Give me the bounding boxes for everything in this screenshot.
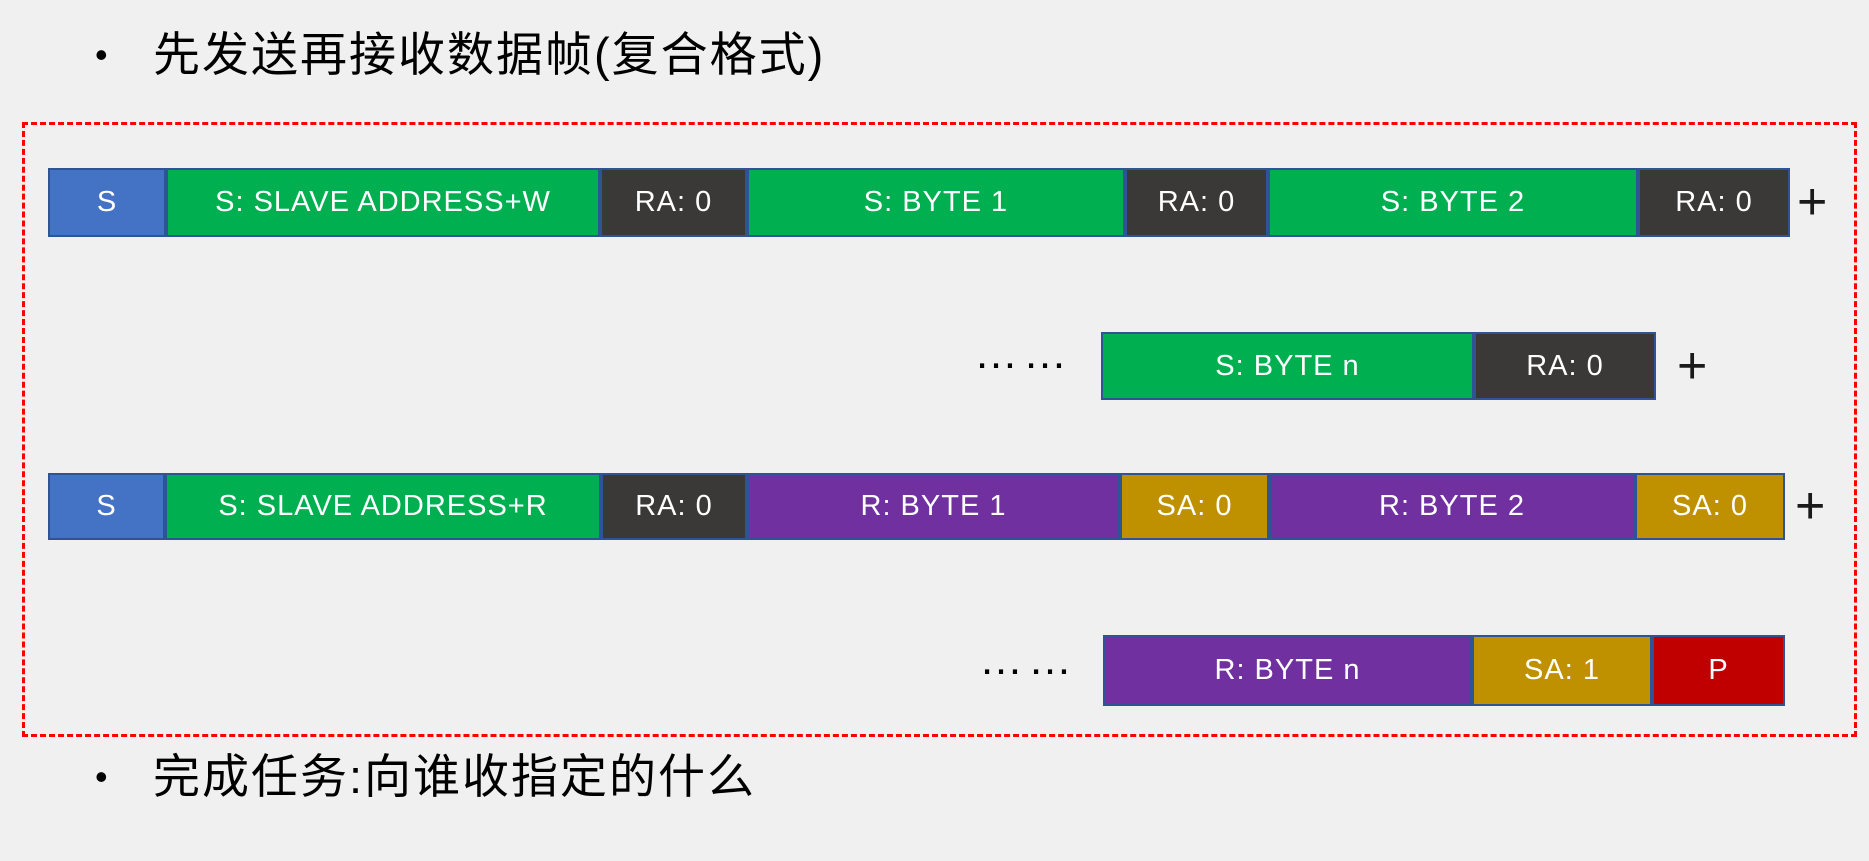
bullet-icon: • xyxy=(95,756,108,798)
ellipsis: …… xyxy=(979,635,1077,684)
segment-slave-address-r: S: SLAVE ADDRESS+R xyxy=(165,473,601,540)
segment-slave-address-w: S: SLAVE ADDRESS+W xyxy=(166,168,600,237)
segment-receive-byte2: R: BYTE 2 xyxy=(1269,473,1635,540)
segment-ack-ra0: RA: 0 xyxy=(601,473,747,540)
ellipsis: …… xyxy=(974,329,1072,378)
segment-ack-ra0: RA: 0 xyxy=(1474,332,1656,400)
plus-sign: + xyxy=(1797,173,1828,231)
row-read-frame: S S: SLAVE ADDRESS+R RA: 0 R: BYTE 1 SA:… xyxy=(48,473,1785,540)
segment-nack-sa1: SA: 1 xyxy=(1472,635,1652,706)
bullet-line-bottom: • 完成任务:向谁收指定的什么 xyxy=(95,748,756,807)
segment-send-byte1: S: BYTE 1 xyxy=(747,168,1125,237)
row-read-frame-end: R: BYTE n SA: 1 P xyxy=(1103,635,1785,706)
segment-stop-condition: P xyxy=(1652,635,1785,706)
segment-start-condition: S xyxy=(48,168,166,237)
row-write-frame: S S: SLAVE ADDRESS+W RA: 0 S: BYTE 1 RA:… xyxy=(48,168,1790,237)
segment-receive-byte1: R: BYTE 1 xyxy=(747,473,1120,540)
bullet-top-text: 先发送再接收数据帧(复合格式) xyxy=(153,28,826,81)
frame-diagram-dashed-border xyxy=(22,122,1857,737)
segment-ack-ra0: RA: 0 xyxy=(600,168,747,237)
segment-ack-sa0: SA: 0 xyxy=(1120,473,1269,540)
plus-sign: + xyxy=(1677,337,1708,395)
segment-ack-ra0: RA: 0 xyxy=(1638,168,1790,237)
segment-ack-sa0: SA: 0 xyxy=(1635,473,1785,540)
bullet-icon: • xyxy=(95,34,108,76)
segment-receive-byte-n: R: BYTE n xyxy=(1103,635,1472,706)
segment-start-condition: S xyxy=(48,473,165,540)
plus-sign: + xyxy=(1795,477,1826,535)
row-write-frame-continued: S: BYTE n RA: 0 xyxy=(1101,332,1656,400)
segment-send-byte2: S: BYTE 2 xyxy=(1268,168,1638,237)
bullet-bottom-text: 完成任务:向谁收指定的什么 xyxy=(153,750,757,803)
segment-ack-ra0: RA: 0 xyxy=(1125,168,1268,237)
segment-send-byte-n: S: BYTE n xyxy=(1101,332,1474,400)
bullet-line-top: • 先发送再接收数据帧(复合格式) xyxy=(95,26,825,85)
